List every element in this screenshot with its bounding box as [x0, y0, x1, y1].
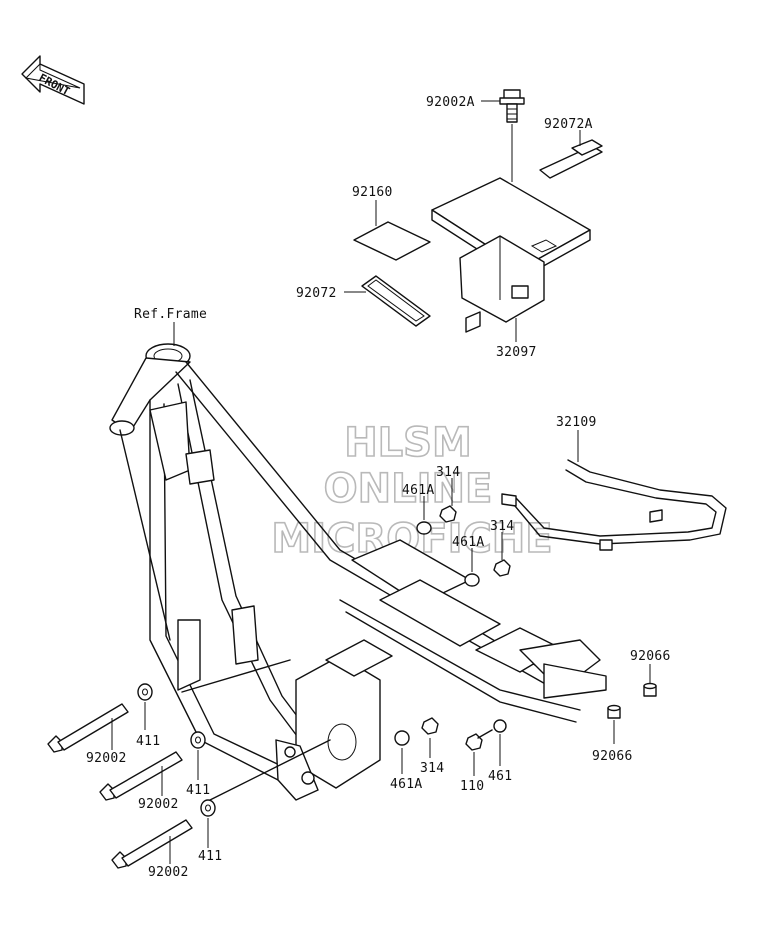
- strap-92072a: [539, 130, 603, 179]
- label-110: 110: [460, 779, 484, 794]
- watermark-line-1: HLSM: [344, 420, 472, 466]
- washer-411-upper: [137, 683, 153, 730]
- label-32109: 32109: [556, 415, 597, 430]
- rear-bracket-32109: [501, 430, 727, 551]
- label-314-upper: 314: [436, 465, 460, 480]
- label-92002-middle: 92002: [138, 797, 179, 812]
- pad-92160: [353, 200, 431, 261]
- label-461: 461: [488, 769, 512, 784]
- nut-314-upper: [439, 478, 457, 523]
- label-461a-lower: 461A: [390, 777, 423, 792]
- bolt-92002-upper: [47, 703, 129, 753]
- label-461a-upper: 461A: [402, 483, 435, 498]
- collar-461a-upper: [416, 496, 432, 535]
- washer-461: [493, 719, 507, 766]
- label-461a-middle: 461A: [452, 535, 485, 550]
- label-314-middle: 314: [490, 519, 514, 534]
- cap-92066-upper: [643, 664, 657, 697]
- bolt-92002-lower: [111, 819, 193, 869]
- washer-411-middle: [190, 731, 206, 780]
- label-411-upper: 411: [136, 734, 160, 749]
- label-32097: 32097: [496, 345, 537, 360]
- collar-461a-lower: [394, 730, 410, 774]
- nut-314-middle: [493, 532, 511, 577]
- label-411-lower: 411: [198, 849, 222, 864]
- label-92066-lower: 92066: [592, 749, 633, 764]
- bolt-92002-middle: [99, 751, 183, 801]
- label-314-lower: 314: [420, 761, 444, 776]
- watermark-line-2: ONLINE: [324, 466, 493, 512]
- label-92160: 92160: [352, 185, 393, 200]
- battery-case-32097: [431, 177, 591, 342]
- label-ref-frame: Ref.Frame: [134, 307, 207, 322]
- label-92072: 92072: [296, 286, 337, 301]
- label-411-middle: 411: [186, 783, 210, 798]
- label-92072a: 92072A: [544, 117, 593, 132]
- label-92002a: 92002A: [426, 95, 475, 110]
- main-frame: [109, 343, 607, 801]
- label-92002-upper: 92002: [86, 751, 127, 766]
- cap-92066-lower: [607, 704, 621, 744]
- washer-411-lower: [200, 799, 216, 848]
- band-92072: [344, 275, 431, 327]
- label-92002-lower: 92002: [148, 865, 189, 880]
- bolt-92002a: [481, 89, 525, 182]
- bolt-110: [465, 729, 493, 776]
- front-arrow-icon: FRONT: [21, 55, 85, 105]
- nut-314-lower: [421, 717, 439, 758]
- collar-461a-middle: [464, 548, 480, 587]
- label-92066-upper: 92066: [630, 649, 671, 664]
